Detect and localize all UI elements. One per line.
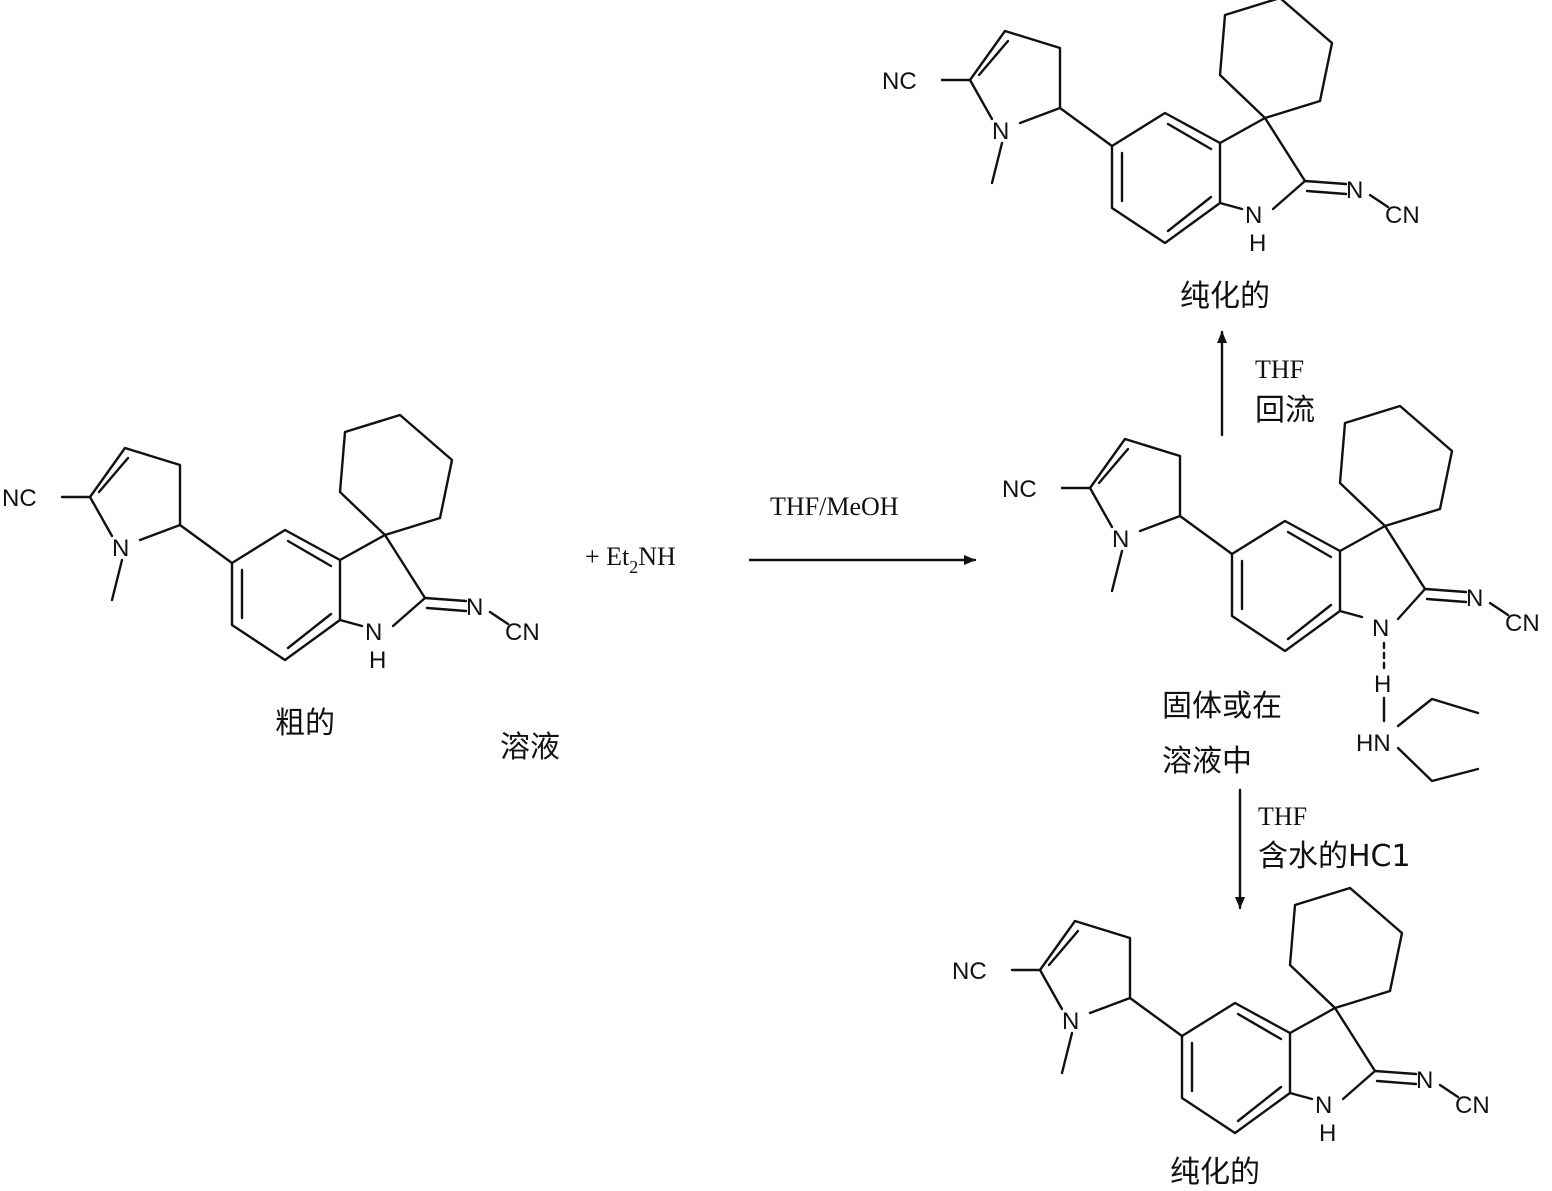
indole-n-label: N bbox=[1315, 1092, 1332, 1119]
cyano-label: CN bbox=[1505, 610, 1540, 637]
reflux-condition: 回流 bbox=[1255, 393, 1315, 428]
purified-molecule-top: NC N N CN N H bbox=[882, 0, 1420, 257]
pyrrole-n-label: N bbox=[1112, 526, 1129, 553]
imine-n-label: N bbox=[466, 594, 483, 621]
pyrrole-n-label: N bbox=[1062, 1008, 1079, 1035]
indole-n-label: N bbox=[1245, 202, 1262, 229]
cyano-label: CN bbox=[505, 619, 540, 646]
bridge-h-label: H bbox=[1374, 671, 1391, 698]
purified-label-top: 纯化的 bbox=[1180, 279, 1270, 314]
pyrrole-n-label: N bbox=[112, 535, 129, 562]
indole-h-label: H bbox=[1249, 230, 1266, 257]
indole-n-label: N bbox=[365, 619, 382, 646]
cyano-label: CN bbox=[1385, 202, 1420, 229]
cyano-label: CN bbox=[1455, 1092, 1490, 1119]
crude-label: 粗的 bbox=[275, 706, 335, 741]
nitrile-label: NC bbox=[952, 958, 987, 985]
purified-label-bottom: 纯化的 bbox=[1170, 1155, 1260, 1190]
crude-molecule: NC N N CN N H bbox=[2, 413, 540, 674]
hcl-solvent: THF bbox=[1258, 802, 1307, 831]
indole-h-label: H bbox=[1319, 1120, 1336, 1147]
solution-label: 溶液 bbox=[500, 730, 560, 765]
state-label-line1: 固体或在 bbox=[1162, 689, 1282, 724]
imine-n-label: N bbox=[1346, 177, 1363, 204]
imine-n-label: N bbox=[1466, 585, 1483, 612]
hcl-condition: 含水的HC1 bbox=[1258, 839, 1411, 874]
state-label-line2: 溶液中 bbox=[1162, 744, 1252, 779]
nitrile-label: NC bbox=[2, 485, 37, 512]
pyrrole-n-label: N bbox=[992, 118, 1009, 145]
nitrile-label: NC bbox=[882, 68, 917, 95]
nitrile-label: NC bbox=[1002, 476, 1037, 503]
main-condition: THF/MeOH bbox=[770, 492, 899, 521]
reagent-label: + Et2NH bbox=[585, 542, 676, 577]
indole-n-label: N bbox=[1372, 615, 1389, 642]
amine-label: HN bbox=[1356, 730, 1391, 757]
indole-h-label: H bbox=[369, 647, 386, 674]
imine-n-label: N bbox=[1416, 1067, 1433, 1094]
diethylamine-complex: NC N N CN N H HN bbox=[1002, 404, 1540, 783]
reflux-solvent: THF bbox=[1255, 355, 1304, 384]
purified-molecule-bottom: NC N N CN N H bbox=[952, 886, 1490, 1147]
